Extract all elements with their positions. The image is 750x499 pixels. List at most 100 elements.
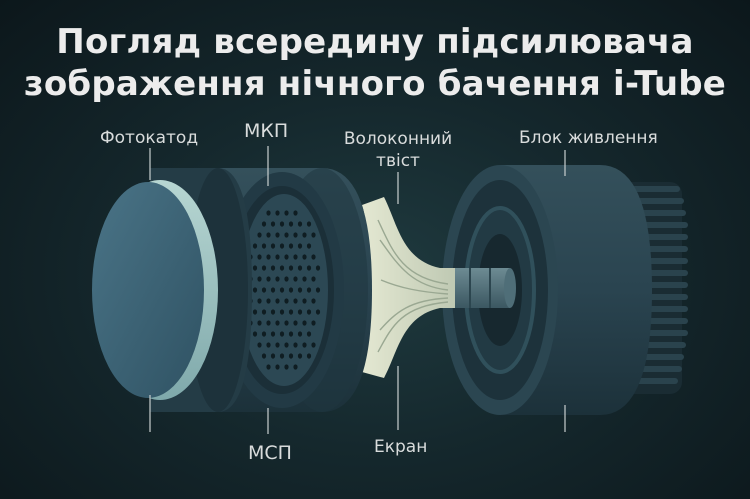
title-line-1: Погляд всередину підсилювача [56,22,694,62]
mcp-hole [288,265,294,271]
fiber-twist [362,197,455,378]
mcp-hole [257,232,262,238]
mcp-hole [279,243,285,249]
mcp-hole [293,298,298,304]
mcp-hole [306,265,312,271]
mcp-hole [306,243,312,249]
mcp-hole [252,265,258,271]
label-screen: Екран [374,437,428,457]
label-power-unit: Блок живлення [519,128,658,148]
mcp-hole [261,353,267,359]
mcp-hole [288,221,294,227]
label-msp: МСП [248,442,292,464]
mcp-hole [257,254,262,260]
mcp-hole [297,243,303,249]
mcp-hole [266,254,271,260]
mcp-hole [293,342,298,348]
mcp-hole [275,210,280,216]
mcp-hole [288,353,294,359]
mcp-hole [302,298,307,304]
mcp-hole [293,232,298,238]
mcp-hole [284,342,289,348]
mcp-hole [266,364,271,370]
mcp-hole [261,265,267,271]
mcp-hole [252,331,258,337]
leader-lines [149,146,566,434]
mcp-hole [297,221,303,227]
mcp-plate [240,194,328,386]
mcp-hole [284,232,289,238]
mcp-hole [302,254,307,260]
mcp-hole [270,265,276,271]
mcp-hole [279,221,285,227]
mcp-hole [297,353,303,359]
mcp-hole [302,320,307,326]
mcp-hole [266,232,271,238]
mcp-hole [252,309,258,315]
mcp-hole [275,342,280,348]
label-photocathode: Фотокатод [100,128,199,148]
mcp-hole [284,298,289,304]
mcp-hole [297,309,303,315]
mcp-hole [270,309,276,315]
label-fiber-twist-line2: твіст [376,151,420,171]
mcp-hole [293,364,298,370]
connector-shaft [448,268,516,308]
mcp-hole [293,276,298,282]
photocathode [92,180,218,400]
mcp-hole [306,287,312,293]
mcp-hole [261,309,267,315]
title-line-2: зображення нічного бачення i-Tube [23,64,727,104]
mcp-hole [270,221,276,227]
mcp-hole [275,276,280,282]
mcp-hole [252,287,258,293]
mcp-hole [279,331,285,337]
mcp-hole [284,276,289,282]
mcp-hole [306,331,312,337]
mcp-hole [275,232,280,238]
mcp-hole [270,243,276,249]
mcp-hole [293,254,298,260]
mcp-hole [297,265,303,271]
mcp-hole [306,221,312,227]
mcp-hole [261,243,267,249]
mcp-hole [257,320,262,326]
mcp-hole [311,298,316,304]
mcp-hole [266,342,271,348]
label-fiber-twist-line1: Волоконний [343,129,453,149]
mcp-hole [275,298,280,304]
mcp-hole [311,276,316,282]
mcp-hole [279,309,285,315]
mcp-hole [293,210,298,216]
mcp-hole [302,232,307,238]
mcp-hole [261,287,267,293]
mcp-hole [252,243,258,249]
mcp-hole [315,309,321,315]
mcp-hole [297,331,303,337]
mcp-hole [311,254,316,260]
mcp-hole [288,309,294,315]
mcp-hole [311,320,316,326]
mcp-hole [266,276,271,282]
mcp-hole [279,353,285,359]
mcp-hole [275,364,280,370]
mcp-hole [311,342,316,348]
mcp-hole [270,287,276,293]
mcp-hole [284,364,289,370]
mcp-hole [257,342,262,348]
mcp-hole [275,254,280,260]
mcp-hole [257,276,262,282]
mcp-hole [261,331,267,337]
mcp-hole [288,243,294,249]
mcp-hole [270,331,276,337]
label-mcp: МКП [244,120,289,142]
mcp-hole [261,221,267,227]
mcp-hole [275,320,280,326]
mcp-hole [284,254,289,260]
mcp-hole [311,232,316,238]
mcp-hole [306,353,312,359]
mcp-hole [315,287,321,293]
mcp-hole [279,287,285,293]
mcp-hole [257,298,262,304]
